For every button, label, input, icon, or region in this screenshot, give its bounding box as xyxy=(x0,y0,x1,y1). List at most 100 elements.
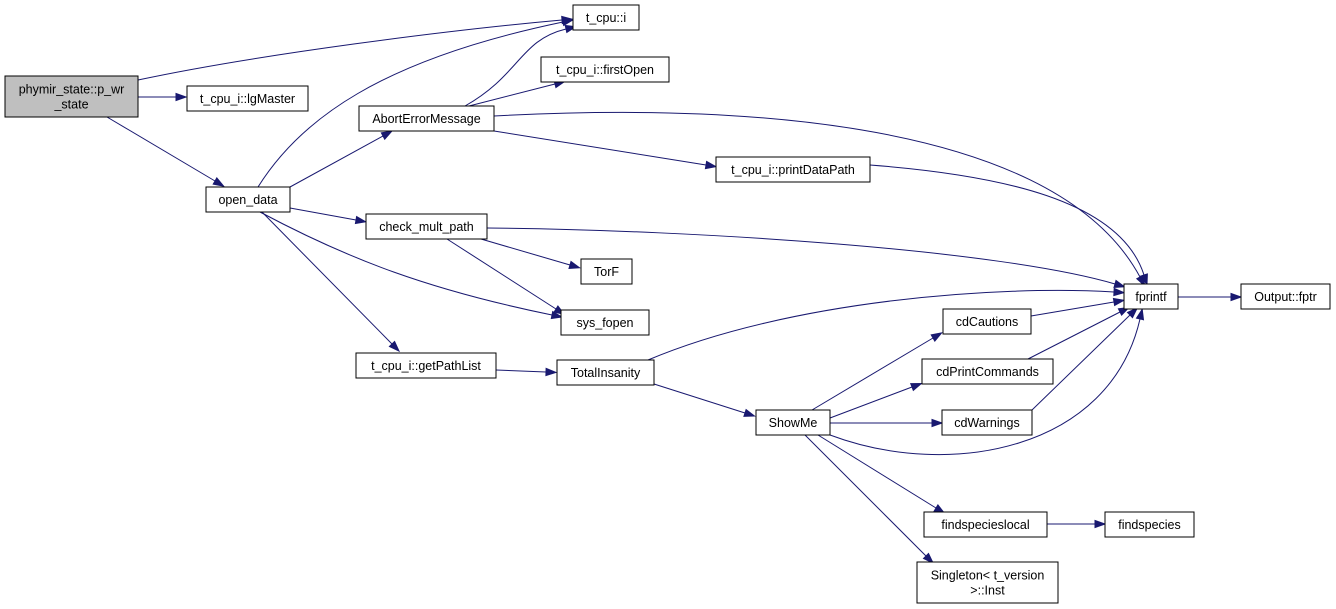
node-box xyxy=(755,409,831,436)
node-box xyxy=(572,4,640,31)
node-label: TotalInsanity xyxy=(571,366,641,380)
node-box xyxy=(186,85,309,112)
arrow-head-icon xyxy=(930,332,943,342)
arrow-head-icon xyxy=(1094,519,1107,529)
node-checkmult[interactable]: check_mult_path xyxy=(365,213,488,240)
node-tcpu_i[interactable]: t_cpu::i xyxy=(572,4,640,31)
node-box xyxy=(358,105,495,132)
node-box xyxy=(941,409,1033,436)
node-box xyxy=(355,352,497,379)
edge-line xyxy=(259,211,553,316)
node-abort[interactable]: AbortErrorMessage xyxy=(358,105,495,132)
node-box xyxy=(580,258,633,285)
node-label: t_cpu_i::getPathList xyxy=(371,359,481,373)
edge-root-to-opendata xyxy=(106,116,225,187)
edge-opendata-to-sysfopen xyxy=(259,211,564,320)
node-sysfopen[interactable]: sys_fopen xyxy=(560,309,650,336)
call-edges xyxy=(106,15,1243,565)
node-opendata[interactable]: open_data xyxy=(205,186,291,213)
edge-line xyxy=(289,135,384,188)
edge-line xyxy=(495,369,547,373)
edge-line xyxy=(1027,311,1121,360)
node-torf[interactable]: TorF xyxy=(580,258,633,285)
node-totalinsanity[interactable]: TotalInsanity xyxy=(556,359,655,386)
node-box xyxy=(4,75,139,118)
arrow-head-icon xyxy=(1112,297,1126,307)
edge-opendata-to-getpathlist xyxy=(261,211,401,353)
node-firstopen[interactable]: t_cpu_i::firstOpen xyxy=(540,56,670,83)
node-box xyxy=(1104,511,1195,538)
edge-line xyxy=(804,434,927,557)
arrow-head-icon xyxy=(909,382,923,392)
edge-cdwarnings-to-fprintf xyxy=(1031,306,1139,411)
edge-checkmult-to-sysfopen xyxy=(446,238,566,316)
edge-showme-to-findspecieslocal xyxy=(817,434,946,515)
node-label: TorF xyxy=(594,265,619,279)
edge-line xyxy=(1031,314,1131,411)
node-printdatapath[interactable]: t_cpu_i::printDataPath xyxy=(715,156,871,183)
edge-printdatapath-to-fprintf xyxy=(869,164,1148,286)
edge-root-to-tcpu_i xyxy=(137,15,574,81)
node-label: findspecies xyxy=(1118,518,1181,532)
node-label: cdCautions xyxy=(956,315,1019,329)
node-getpathlist[interactable]: t_cpu_i::getPathList xyxy=(355,352,497,379)
edge-cdprintcommands-to-fprintf xyxy=(1027,306,1131,360)
node-box xyxy=(916,561,1059,604)
node-singleton[interactable]: Singleton< t_version>::Inst xyxy=(916,561,1059,604)
edge-line xyxy=(106,116,216,182)
edge-line xyxy=(257,21,564,188)
node-label: Singleton< t_version xyxy=(931,569,1045,583)
node-cdcautions[interactable]: cdCautions xyxy=(942,308,1032,335)
edge-checkmult-to-torf xyxy=(480,238,582,270)
arrow-head-icon xyxy=(380,130,394,141)
edge-totalinsanity-to-showme xyxy=(653,383,756,417)
edge-line xyxy=(137,19,563,81)
edge-root-to-lgmaster xyxy=(138,92,188,102)
edge-line xyxy=(486,227,1116,285)
node-findspecies[interactable]: findspecies xyxy=(1104,511,1195,538)
node-root[interactable]: phymir_state::p_wr_state xyxy=(4,75,139,118)
node-box xyxy=(715,156,871,183)
node-findspecieslocal[interactable]: findspecieslocal xyxy=(923,511,1048,538)
arrow-head-icon xyxy=(1113,279,1127,289)
edge-line xyxy=(811,337,934,411)
node-label: t_cpu_i::printDataPath xyxy=(731,163,855,177)
edge-showme-to-cdwarnings xyxy=(830,418,944,428)
edge-abort-to-firstopen xyxy=(468,79,567,107)
edge-line xyxy=(480,238,571,266)
edge-line xyxy=(493,111,1141,278)
arrow-head-icon xyxy=(704,160,718,170)
node-label: >::Inst xyxy=(970,584,1005,598)
edge-checkmult-to-fprintf xyxy=(486,227,1127,289)
node-label: _state xyxy=(53,98,88,112)
arrow-head-icon xyxy=(922,552,935,565)
node-fprintf[interactable]: fprintf xyxy=(1123,283,1179,310)
arrow-head-icon xyxy=(1113,287,1126,297)
node-label: t_cpu_i::lgMaster xyxy=(200,92,295,106)
node-box xyxy=(205,186,291,213)
node-showme[interactable]: ShowMe xyxy=(755,409,831,436)
node-cdwarnings[interactable]: cdWarnings xyxy=(941,409,1033,436)
node-box xyxy=(1123,283,1179,310)
node-outputfptr[interactable]: Output::fptr xyxy=(1240,283,1331,310)
arrow-head-icon xyxy=(550,310,564,320)
edge-line xyxy=(829,386,913,419)
arrow-head-icon xyxy=(568,260,582,270)
node-lgmaster[interactable]: t_cpu_i::lgMaster xyxy=(186,85,309,112)
node-label: t_cpu::i xyxy=(586,11,626,25)
edge-findspecieslocal-to-findspecies xyxy=(1047,519,1107,529)
arrow-head-icon xyxy=(354,215,368,225)
node-box xyxy=(942,308,1032,335)
edge-showme-to-cdprintcommands xyxy=(829,382,923,419)
arrow-head-icon xyxy=(743,408,756,417)
edge-opendata-to-tcpu_i xyxy=(257,17,575,188)
node-label: ShowMe xyxy=(769,416,818,430)
edge-fprintf-to-outputfptr xyxy=(1178,292,1243,302)
edge-showme-to-fprintf xyxy=(829,307,1145,456)
node-cdprintcommands[interactable]: cdPrintCommands xyxy=(921,358,1054,385)
node-label: fprintf xyxy=(1135,290,1167,304)
node-label: phymir_state::p_wr xyxy=(19,83,125,97)
node-label: t_cpu_i::firstOpen xyxy=(556,63,654,77)
node-box xyxy=(923,511,1048,538)
